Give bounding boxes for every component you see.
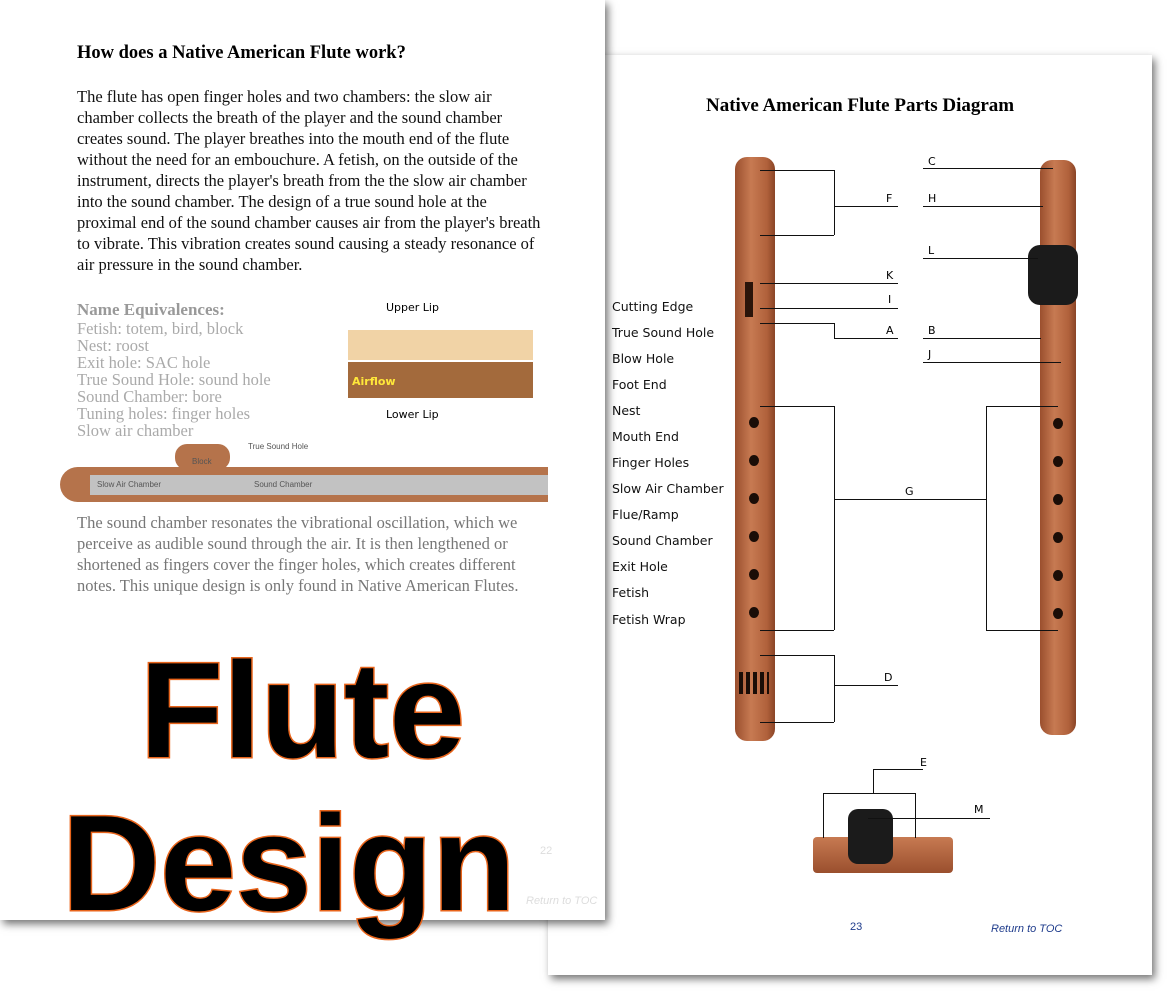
block-label: Block <box>192 457 212 466</box>
paragraph: The flute has open finger holes and two … <box>77 87 541 274</box>
sound-chamber-label: Sound Chamber <box>254 480 313 489</box>
airflow-label: Airflow <box>352 375 396 388</box>
part-label: Flue/Ramp <box>612 507 679 522</box>
right-page: Native American Flute Parts Diagram Cutt… <box>548 55 1152 975</box>
left-page: How does a Native American Flute work? T… <box>0 0 605 920</box>
letter-c: C <box>928 155 936 168</box>
letter-j: J <box>928 348 932 361</box>
flute-front-image <box>735 157 775 741</box>
cross-section-diagram: Block True Sound Hole Slow Air Chamber S… <box>60 440 548 502</box>
letter-d: D <box>884 671 893 684</box>
part-label: True Sound Hole <box>612 325 715 340</box>
equivalences-list: Fetish: totem, bird, block Nest: roost E… <box>77 320 342 439</box>
list-item: Nest: roost <box>77 336 149 355</box>
letter-e: E <box>920 756 927 769</box>
list-item: Exit hole: SAC hole <box>77 353 211 372</box>
part-label: Exit Hole <box>612 559 668 574</box>
lip-diagram: Upper Lip Airflow Lower Lip <box>348 300 533 425</box>
part-label: Foot End <box>612 377 667 392</box>
upper-lip-label: Upper Lip <box>386 301 439 314</box>
paragraph: The sound chamber resonates the vibratio… <box>77 513 519 595</box>
return-to-toc-link[interactable]: Return to TOC <box>991 923 1063 935</box>
page-number: 23 <box>850 921 863 933</box>
letter-i: I <box>888 293 892 306</box>
fetish-wrap <box>1028 245 1078 305</box>
list-item: Sound Chamber: bore <box>77 387 222 406</box>
true-sound-hole-label: True Sound Hole <box>248 442 309 451</box>
part-label: Sound Chamber <box>612 533 713 548</box>
letter-b: B <box>928 324 936 337</box>
lower-lip-label: Lower Lip <box>386 408 439 421</box>
letter-m: M <box>974 803 984 816</box>
part-label: Fetish <box>612 585 650 600</box>
list-item: Tuning holes: finger holes <box>77 404 251 423</box>
letter-f: F <box>886 192 893 205</box>
part-label: Cutting Edge <box>612 299 694 314</box>
part-label: Blow Hole <box>612 351 675 366</box>
letter-a: A <box>886 324 894 337</box>
list-item: Slow air chamber <box>77 421 194 440</box>
diagram-title: Native American Flute Parts Diagram <box>706 95 1015 116</box>
sound-hole <box>745 282 753 317</box>
part-label: Nest <box>612 403 641 418</box>
letter-k: K <box>886 269 894 282</box>
letter-g: G <box>905 485 914 498</box>
fetish-detail-image <box>813 809 953 873</box>
list-item: Fetish: totem, bird, block <box>77 319 244 338</box>
part-label: Fetish Wrap <box>612 612 686 627</box>
part-label: Finger Holes <box>612 455 690 470</box>
heading: How does a Native American Flute work? <box>77 43 406 63</box>
flute-side-image <box>1028 160 1078 735</box>
part-label: Mouth End <box>612 429 679 444</box>
part-label: Slow Air Chamber <box>612 481 724 496</box>
subheading: Name Equivalences: <box>77 300 225 319</box>
carving-decoration <box>739 672 769 694</box>
letter-h: H <box>928 192 937 205</box>
page-number: 22 <box>540 845 553 857</box>
slow-air-chamber-label: Slow Air Chamber <box>97 480 162 489</box>
list-item: True Sound Hole: sound hole <box>77 370 271 389</box>
return-to-toc-link[interactable]: Return to TOC <box>526 895 598 907</box>
letter-l: L <box>928 244 935 257</box>
